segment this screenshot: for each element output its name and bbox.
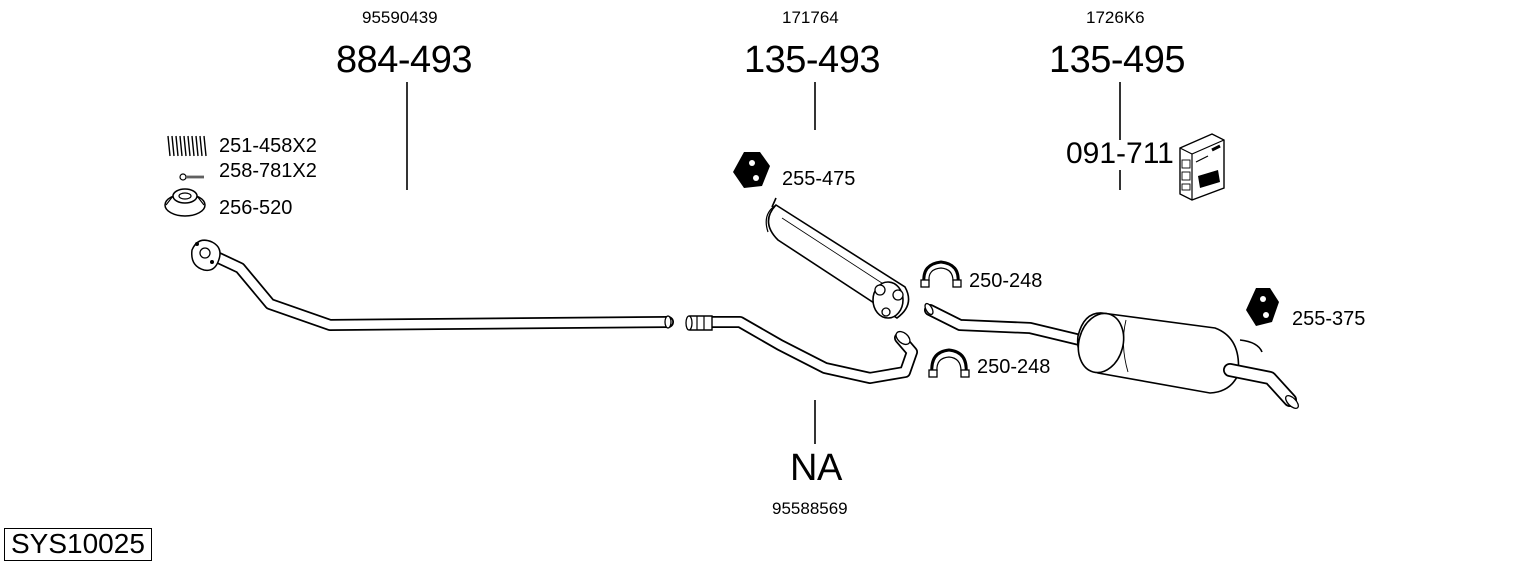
spring-part-number[interactable]: 251-458X2 (219, 135, 317, 157)
system-code-box: SYS10025 (4, 528, 152, 561)
middle-part-number[interactable]: 135-493 (744, 39, 880, 81)
hanger-rear-part-number[interactable]: 255-375 (1292, 308, 1366, 330)
bosal-box-icon (1179, 133, 1225, 201)
bolt-part-number[interactable]: 258-781X2 (219, 160, 317, 182)
rear-muffler-shape (924, 302, 1299, 409)
front-pipe-oem: 95590439 (362, 8, 438, 27)
spring-icon (167, 135, 207, 157)
gasket-part-number[interactable]: 256-520 (219, 197, 293, 219)
center-pipe-oem: 95588569 (772, 499, 848, 518)
clamp-lower-part-number[interactable]: 250-248 (977, 356, 1051, 378)
center-pipe-shape (685, 315, 918, 384)
hanger-mid-part-number[interactable]: 255-475 (782, 168, 856, 190)
bolt-icon (179, 173, 204, 181)
clamp-lower-icon (928, 348, 970, 378)
rear-oem: 1726K6 (1086, 8, 1145, 27)
clamp-upper-icon (920, 260, 962, 288)
front-pipe-part-number[interactable]: 884-493 (336, 39, 472, 81)
front-pipe-shape (191, 239, 674, 331)
hanger-rear-icon (1246, 288, 1279, 326)
gasket-icon (164, 188, 206, 217)
hanger-mid-icon (733, 152, 770, 188)
clamp-upper-part-number[interactable]: 250-248 (969, 270, 1043, 292)
center-pipe-part-number[interactable]: NA (790, 447, 842, 489)
middle-oem: 171764 (782, 8, 839, 27)
rear-part-number[interactable]: 135-495 (1049, 39, 1185, 81)
rear-kit-number[interactable]: 091-711 (1066, 137, 1174, 170)
middle-muffler-shape (765, 197, 910, 319)
